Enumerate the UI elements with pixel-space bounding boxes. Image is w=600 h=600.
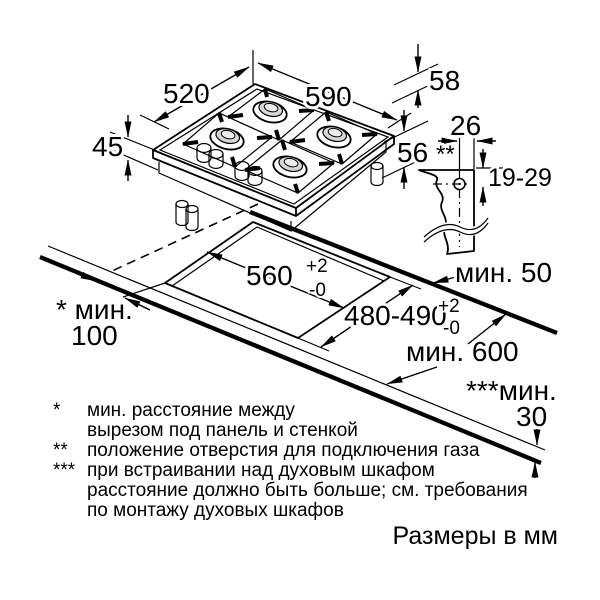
footnote-1-line-2: вырезом под панель и стенкой bbox=[87, 420, 358, 441]
burner-cap-top bbox=[283, 157, 299, 168]
break-lines bbox=[423, 217, 489, 243]
footnotes-block: * мин. расстояние между вырезом под пане… bbox=[53, 400, 528, 521]
dim-line-590 bbox=[257, 62, 398, 121]
dim-value-min30: 30 bbox=[516, 401, 547, 432]
footnote-1-marker: * bbox=[53, 400, 61, 421]
gas-offset-extension-lines bbox=[458, 132, 475, 169]
dim-label-590: 590 bbox=[305, 81, 352, 112]
units-note: Размеры в мм bbox=[393, 522, 558, 550]
dim-label-min30: ***мин. bbox=[466, 375, 557, 406]
hob-legs bbox=[175, 161, 384, 232]
knob-body bbox=[208, 154, 224, 170]
dim-label-58: 58 bbox=[429, 65, 460, 96]
dim-arrow-min100-left bbox=[71, 270, 97, 282]
leg-top bbox=[370, 161, 384, 171]
knob-top bbox=[247, 165, 263, 177]
dim-label-min100: * мин. bbox=[56, 294, 133, 325]
leg bbox=[370, 166, 384, 187]
dim-arrow-min600-up bbox=[467, 313, 507, 345]
dim-label-560: 560 bbox=[246, 260, 293, 291]
gas-hole bbox=[453, 177, 466, 191]
dim-arrow-min100-right bbox=[124, 297, 151, 311]
burner-right-front bbox=[272, 155, 308, 179]
footnote-1-line-1: мин. расстояние между bbox=[87, 400, 295, 421]
counter-front-top-edge bbox=[47, 245, 546, 451]
dim-label-min50: мин. 50 bbox=[455, 257, 552, 288]
gas-hole-footnote-marker: ** bbox=[436, 141, 455, 168]
dim-label-520: 520 bbox=[163, 78, 210, 109]
burner-cap-top bbox=[220, 129, 236, 140]
dim-label-480-tol-plus: +2 bbox=[438, 296, 460, 317]
knob-top bbox=[234, 160, 250, 172]
leg-top bbox=[175, 199, 189, 209]
cutout-extension-lines bbox=[122, 276, 422, 352]
dim-line-520 bbox=[153, 66, 250, 123]
burner-cap-top bbox=[327, 127, 343, 138]
knob-body bbox=[234, 166, 250, 182]
dim-arrow-min600-down bbox=[386, 366, 438, 385]
dim-label-56: 56 bbox=[397, 137, 428, 168]
knob-body bbox=[196, 148, 212, 164]
leg-top bbox=[185, 204, 199, 214]
counter-back-edge bbox=[249, 209, 558, 336]
footnote-3-line-3: по монтажу духовых шкафов bbox=[87, 500, 344, 521]
projection-dashed-line bbox=[111, 203, 259, 272]
counter-front-bottom-edge bbox=[39, 255, 542, 465]
leg bbox=[175, 204, 189, 227]
hob-body-skirt bbox=[158, 142, 387, 232]
knob-top bbox=[208, 148, 224, 160]
footnote-2-line-1: положение отверстия для подключения газа bbox=[87, 440, 480, 461]
dim-label-19-29: 19-29 bbox=[488, 164, 552, 192]
knob-top bbox=[196, 142, 212, 154]
dim-label-480-490: 480-490 bbox=[344, 300, 447, 331]
break-band bbox=[420, 217, 492, 243]
footnote-2-marker: ** bbox=[53, 440, 68, 461]
dim-label-480-tol-minus: -0 bbox=[443, 318, 460, 339]
dim-arrow-min50 bbox=[432, 275, 457, 284]
dim-value-min100: 100 bbox=[71, 320, 118, 351]
dim-label-560-tol-minus: -0 bbox=[309, 280, 326, 301]
leg bbox=[185, 209, 199, 232]
control-knobs bbox=[196, 142, 263, 187]
dim-label-min600: мин. 600 bbox=[406, 336, 519, 367]
dim-label-26: 26 bbox=[450, 110, 481, 141]
burner-right-back bbox=[316, 125, 352, 149]
knob-body bbox=[247, 171, 263, 187]
dim-line-480-490 bbox=[320, 284, 414, 348]
dim-label-45: 45 bbox=[92, 131, 123, 162]
dim-label-560-tol-plus: +2 bbox=[306, 256, 328, 277]
dimension-annotations: 520 590 58 56 45 26 ** 19-29 560 +2 -0 4… bbox=[53, 44, 560, 478]
footnote-3-line-2: расстояние должно быть больше; см. требо… bbox=[87, 480, 528, 501]
hob-body-slab bbox=[152, 136, 395, 217]
footnote-3-line-1: при встраивании над духовым шкафом bbox=[87, 460, 435, 481]
footnote-3-marker: *** bbox=[53, 460, 76, 481]
burner-left-front bbox=[209, 127, 245, 151]
gas-connection-detail bbox=[418, 132, 503, 255]
